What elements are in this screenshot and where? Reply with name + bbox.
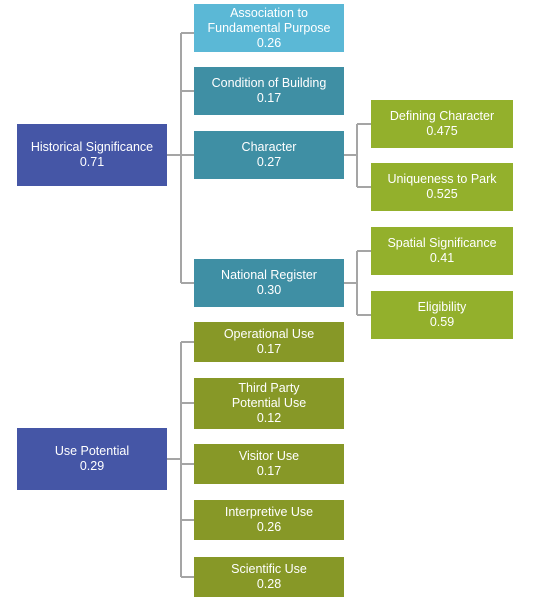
- character-node: Character 0.27: [194, 131, 344, 179]
- national-register-node: National Register 0.30: [194, 259, 344, 307]
- node-value: 0.59: [429, 315, 455, 329]
- defining-character-node: Defining Character 0.475: [371, 100, 513, 148]
- node-value: 0.28: [256, 577, 282, 591]
- node-label: Condition of Building: [211, 76, 327, 90]
- eligibility-node: Eligibility 0.59: [371, 291, 513, 339]
- node-label: Historical Significance: [30, 140, 154, 154]
- node-label: Character: [241, 140, 297, 154]
- node-label: National Register: [221, 268, 317, 282]
- node-value: 0.27: [256, 155, 282, 169]
- node-label: Interpretive Use: [224, 505, 314, 519]
- node-value: 0.17: [256, 464, 282, 478]
- condition-node: Condition of Building 0.17: [194, 67, 344, 115]
- node-value: 0.12: [256, 411, 282, 425]
- use-potential-node: Use Potential 0.29: [17, 428, 167, 490]
- node-value: 0.41: [429, 251, 455, 265]
- node-label: Scientific Use: [231, 562, 307, 576]
- node-label: Operational Use: [223, 327, 315, 341]
- historical-significance-node: Historical Significance 0.71: [17, 124, 167, 186]
- node-label: Third Party Potential Use: [231, 381, 307, 410]
- node-label: Spatial Significance: [387, 236, 497, 250]
- node-value: 0.29: [79, 459, 105, 473]
- third-party-node: Third Party Potential Use 0.12: [194, 378, 344, 429]
- node-value: 0.525: [426, 187, 458, 201]
- node-value: 0.26: [256, 520, 282, 534]
- node-label: Use Potential: [54, 444, 130, 458]
- uniqueness-node: Uniqueness to Park 0.525: [371, 163, 513, 211]
- node-label: Uniqueness to Park: [387, 172, 497, 186]
- scientific-use-node: Scientific Use 0.28: [194, 557, 344, 597]
- node-label: Visitor Use: [238, 449, 300, 463]
- node-value: 0.71: [79, 155, 105, 169]
- node-label: Defining Character: [389, 109, 495, 123]
- node-value: 0.17: [256, 342, 282, 356]
- node-value: 0.30: [256, 283, 282, 297]
- association-node: Association to Fundamental Purpose 0.26: [194, 4, 344, 52]
- node-value: 0.475: [426, 124, 458, 138]
- node-label: Eligibility: [417, 300, 467, 314]
- operational-use-node: Operational Use 0.17: [194, 322, 344, 362]
- spatial-significance-node: Spatial Significance 0.41: [371, 227, 513, 275]
- node-label: Association to Fundamental Purpose: [207, 5, 331, 35]
- node-value: 0.17: [256, 91, 282, 105]
- interpretive-use-node: Interpretive Use 0.26: [194, 500, 344, 540]
- node-value: 0.26: [256, 35, 282, 50]
- visitor-use-node: Visitor Use 0.17: [194, 444, 344, 484]
